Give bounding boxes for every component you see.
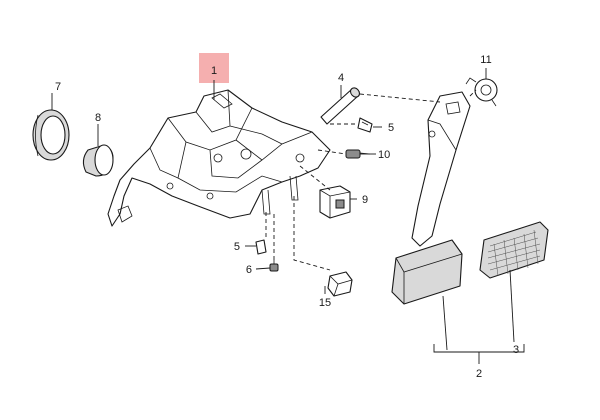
part-15-sensor (327, 271, 353, 297)
callout-7-label: 7 (55, 81, 61, 93)
callout-11-label: 11 (480, 54, 491, 66)
part-3-pedal-pad-cover (479, 221, 549, 279)
part-5-upper-clip (357, 117, 373, 133)
callout-5-lower-label: 5 (234, 241, 240, 253)
part-2-pedal-lever (391, 91, 471, 305)
part-6-screw (269, 260, 279, 272)
part-1-pedal-bracket (107, 89, 331, 227)
assembly-lines (265, 89, 477, 271)
callout-6-label: 6 (246, 264, 252, 276)
callout-1-highlight (199, 53, 229, 83)
callout-8-label: 8 (95, 112, 101, 124)
leader-lines (51, 68, 525, 364)
part-9-switch (319, 185, 351, 219)
callout-3-label: 3 (513, 344, 519, 356)
callout-15-label: 15 (319, 297, 331, 309)
part-11-return-spring (465, 77, 498, 107)
part-4-pin (320, 87, 361, 125)
callout-2-label: 2 (476, 368, 482, 380)
part-5-lower-clip (255, 239, 267, 255)
part-7-seal-ring (32, 109, 70, 161)
callout-9-label: 9 (362, 194, 368, 206)
callout-1-label: 1 (211, 65, 217, 77)
callout-4-label: 4 (338, 72, 344, 84)
callout-labels: 1 2 3 4 5 5 6 7 8 9 10 11 15 (55, 54, 519, 380)
callout-10-label: 10 (378, 149, 390, 161)
callout-5-upper-label: 5 (388, 122, 394, 134)
part-8-bushing (82, 144, 114, 177)
